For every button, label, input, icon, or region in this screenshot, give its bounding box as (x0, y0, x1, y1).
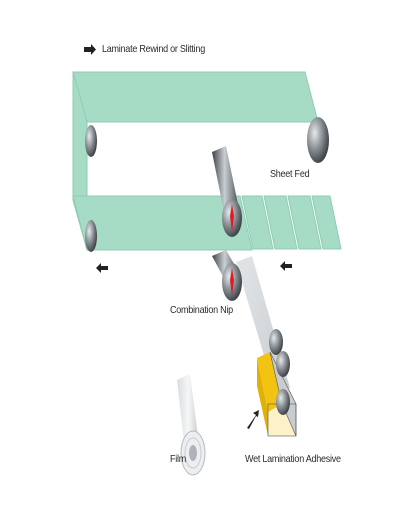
left-arrow-icon (96, 263, 108, 273)
sheet (241, 195, 274, 250)
adhesive-tray-base (257, 358, 268, 436)
label-film: Film (170, 453, 187, 465)
adhesive-tray-side (257, 352, 282, 412)
upper-web (72, 71, 319, 123)
right-arrow-icon (84, 44, 96, 55)
adhesive-roller-middle (276, 351, 290, 377)
film-roll-ring (184, 437, 202, 469)
adhesive-roller-lower (276, 389, 290, 415)
pointer-arrow-icon (247, 410, 259, 429)
sheet (263, 195, 298, 250)
lower-left-idler-roller (85, 220, 97, 252)
lower-nip-mark (230, 268, 234, 296)
left-arrow-icon (280, 261, 292, 271)
lower-web (72, 195, 253, 251)
right-rewind-roller (307, 117, 329, 163)
adhesive-roller-upper (269, 329, 283, 355)
sheet (287, 195, 322, 250)
label-sheet-fed: Sheet Fed (270, 168, 310, 180)
upper-left-idler-roller (85, 125, 97, 157)
sheet-fed-sheets (241, 195, 342, 250)
film-roll-core (189, 445, 197, 461)
sheet (311, 195, 342, 250)
label-combination-nip: Combination Nip (170, 304, 233, 316)
label-rewind: Laminate Rewind or Slitting (102, 43, 205, 55)
film-roll (177, 374, 206, 476)
label-adhesive: Wet Lamination Adhesive (245, 453, 341, 465)
film-web (236, 256, 290, 392)
upper-nip-mark (230, 204, 234, 232)
adhesive-station (257, 329, 297, 437)
combination-nip (212, 146, 242, 301)
